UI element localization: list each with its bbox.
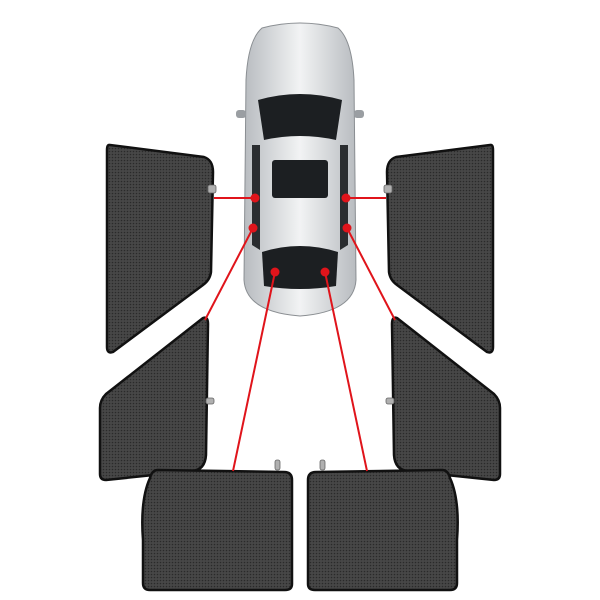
pointer-dot <box>341 193 351 203</box>
clip-icon <box>319 459 326 471</box>
rear-right-shade <box>390 316 502 482</box>
pointer-dot <box>342 223 352 233</box>
pointer-line <box>346 227 396 321</box>
front-right-shade <box>385 143 495 354</box>
pointer-line <box>204 227 254 321</box>
mirror-right <box>354 110 364 118</box>
clip-icon <box>205 397 215 405</box>
pointer-dot <box>270 267 280 277</box>
front-left-shade <box>105 143 215 354</box>
clip-icon <box>383 184 393 194</box>
rear-left-shade <box>98 316 210 482</box>
rear-window-left-shade <box>141 468 294 592</box>
rear-window-right-shade <box>306 468 459 592</box>
pointer-line <box>324 271 368 472</box>
clip-icon <box>207 184 217 194</box>
clip-icon <box>385 397 395 405</box>
sunroof <box>272 160 328 198</box>
mirror-left <box>236 110 246 118</box>
windshield <box>258 94 342 140</box>
clip-icon <box>274 459 281 471</box>
car-top-view <box>236 22 364 317</box>
rear-window <box>262 246 338 289</box>
pointer-dot <box>250 193 260 203</box>
pointer-dot <box>248 223 258 233</box>
pointer-dot <box>320 267 330 277</box>
pointer-line <box>232 271 276 472</box>
